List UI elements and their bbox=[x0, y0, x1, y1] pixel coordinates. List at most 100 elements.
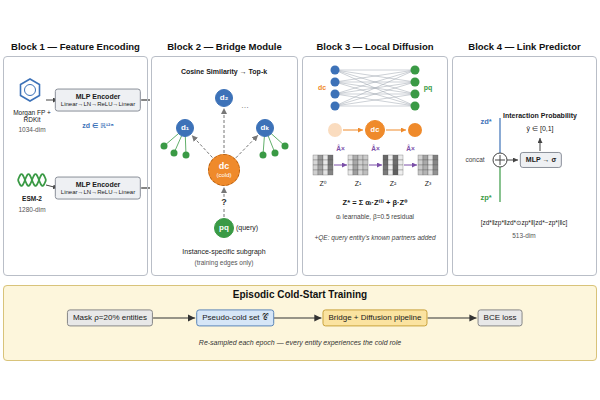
illustration-part bbox=[331, 78, 340, 87]
text-label: αₗ learnable, β=0.5 residual bbox=[336, 213, 414, 220]
illustration-part bbox=[383, 170, 388, 175]
text-label: Z⁰ bbox=[319, 180, 326, 188]
process-box: Mask ρ=20% entities bbox=[67, 309, 153, 326]
illustration-part bbox=[331, 90, 340, 99]
text-label: Z³ bbox=[425, 180, 432, 188]
illustration-part bbox=[318, 160, 323, 165]
illustration-part bbox=[363, 170, 368, 175]
node-title: Block 1 — Feature Encoding bbox=[0, 42, 153, 53]
connector bbox=[236, 135, 258, 158]
illustration-part bbox=[3, 285, 597, 361]
illustration-part bbox=[423, 165, 428, 170]
illustration-part bbox=[411, 102, 420, 111]
text-label: zd* bbox=[480, 118, 491, 127]
illustration-part bbox=[328, 123, 342, 137]
illustration-part bbox=[331, 102, 340, 111]
node-title: Mask ρ=20% entities bbox=[73, 313, 147, 322]
node-title: pq bbox=[219, 223, 229, 232]
illustration-part bbox=[358, 165, 363, 170]
node-title: Pseudo-cold set 𝒞 bbox=[202, 313, 268, 322]
illustration-part bbox=[418, 170, 423, 175]
illustration-part bbox=[334, 165, 347, 166]
illustration-part bbox=[433, 155, 438, 160]
illustration-part bbox=[335, 70, 415, 106]
illustration-part bbox=[393, 160, 398, 165]
text-label: Cosine Similarity → Top-k bbox=[181, 68, 267, 76]
illustration-part bbox=[499, 118, 500, 153]
illustration-part bbox=[386, 130, 406, 131]
illustration-part bbox=[423, 170, 428, 175]
text-label: pq bbox=[424, 84, 433, 92]
illustration-part bbox=[282, 143, 289, 150]
illustration-part bbox=[358, 155, 363, 160]
illustration-part bbox=[433, 165, 438, 170]
text-label: concat bbox=[465, 156, 484, 163]
illustration-part bbox=[313, 160, 318, 165]
text-label: Re-sampled each epoch — every entity exp… bbox=[199, 339, 401, 347]
illustration-part bbox=[335, 70, 415, 71]
illustration-part bbox=[260, 152, 267, 159]
node-title: Block 3 — Local Diffusion bbox=[297, 42, 453, 53]
illustration-part bbox=[328, 160, 333, 165]
block-panel: MLP → σBlock 4 — Link Predictor bbox=[452, 56, 597, 276]
illustration-part bbox=[335, 70, 415, 82]
illustration-part bbox=[428, 155, 433, 160]
node-title: d₁ bbox=[181, 123, 189, 132]
illustration-part bbox=[318, 155, 323, 160]
illustration-part bbox=[411, 78, 420, 87]
illustration-part bbox=[313, 155, 438, 175]
illustration-part bbox=[323, 170, 328, 175]
illustration-part bbox=[335, 70, 415, 94]
node-subtext: Linear→LN→ReLU→Linear bbox=[61, 189, 135, 196]
illustration-part bbox=[358, 170, 363, 175]
illustration-part bbox=[21, 79, 40, 101]
illustration-part bbox=[383, 165, 388, 170]
node-title: Block 4 — Link Predictor bbox=[447, 42, 600, 53]
illustration-part bbox=[318, 165, 323, 170]
node-title: BCE loss bbox=[484, 313, 517, 322]
text-label: Z² bbox=[390, 180, 397, 188]
block-panel: MLP EncoderLinear→LN→ReLU→LinearMLP Enco… bbox=[3, 56, 148, 276]
cold-drug-node: dc(cold) bbox=[208, 154, 240, 186]
text-label: Â× bbox=[336, 145, 345, 152]
illustration-part bbox=[383, 155, 388, 160]
connector bbox=[224, 108, 225, 153]
illustration-part bbox=[411, 66, 420, 75]
illustration-part bbox=[348, 160, 353, 165]
drug-node: dₖ bbox=[256, 119, 274, 137]
process-box: Pseudo-cold set 𝒞 bbox=[196, 309, 274, 326]
encoder-box: MLP EncoderLinear→LN→ReLU→Linear bbox=[55, 177, 141, 200]
illustration-part bbox=[433, 160, 438, 165]
illustration-part bbox=[25, 85, 36, 96]
illustration-part bbox=[328, 170, 333, 175]
text-label: zd ∈ ℝ¹²⁸ bbox=[82, 122, 114, 130]
illustration-part bbox=[323, 160, 328, 165]
illustration-part bbox=[18, 174, 46, 186]
connector bbox=[428, 317, 477, 318]
text-label: +QE: query entity's known partners added bbox=[309, 234, 441, 241]
text-label: Interaction Probability bbox=[503, 112, 577, 120]
illustration-part bbox=[318, 170, 323, 175]
illustration-part bbox=[323, 155, 328, 160]
connector bbox=[274, 317, 322, 318]
illustration-part bbox=[348, 155, 353, 160]
node-subtext: Linear→LN→ReLU→Linear bbox=[61, 101, 135, 108]
illustration-part bbox=[353, 165, 358, 170]
illustration-part bbox=[323, 165, 328, 170]
text-label: Â× bbox=[371, 145, 380, 152]
node-title: dₖ bbox=[261, 123, 270, 132]
text-label: 1280-dim bbox=[18, 206, 45, 213]
cold-drug-node: dc bbox=[365, 120, 385, 140]
illustration-part bbox=[500, 155, 501, 165]
text-label: Â× bbox=[406, 145, 415, 152]
illustration-part bbox=[353, 160, 358, 165]
illustration-part bbox=[328, 165, 333, 170]
connector bbox=[141, 187, 150, 188]
illustration-part bbox=[348, 165, 353, 170]
illustration-part bbox=[343, 130, 363, 131]
illustration-part bbox=[335, 82, 415, 106]
drug-node: d₁ bbox=[176, 119, 194, 137]
connector bbox=[153, 317, 195, 318]
illustration-part bbox=[423, 155, 428, 160]
illustration-part bbox=[507, 160, 518, 161]
